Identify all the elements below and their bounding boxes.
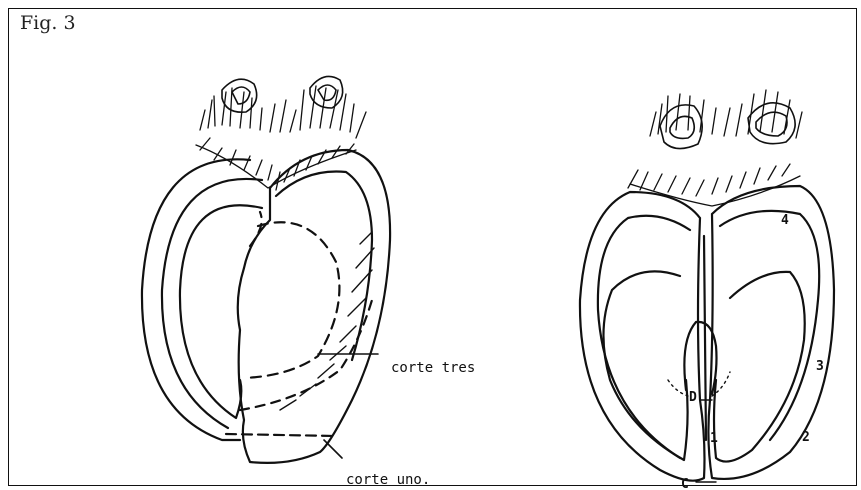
left-claw-outer <box>142 159 250 440</box>
left-hoof <box>142 76 390 462</box>
left-hair-tuft <box>196 86 366 190</box>
left-front-claw <box>238 150 390 463</box>
right-left-claw-mid <box>598 216 690 458</box>
right-right-claw-outer <box>708 186 834 479</box>
right-right-claw-inner <box>714 272 805 462</box>
left-dewclaw-left <box>222 79 257 112</box>
label-3: 3 <box>816 359 824 374</box>
cut-one-leader <box>324 440 342 458</box>
label-d: D <box>689 390 697 405</box>
right-inner-divider <box>704 236 706 440</box>
label-c: C <box>681 477 689 490</box>
left-claw-mid <box>162 179 262 428</box>
left-dashed-curve-upper <box>250 212 262 246</box>
left-dashed-curve-lower <box>240 300 372 410</box>
label-2: 2 <box>802 430 810 445</box>
right-hoof <box>580 90 834 482</box>
label-1: 1 <box>710 431 718 446</box>
label-corte-tres: corte tres <box>391 360 475 376</box>
left-claw-inner <box>180 205 262 418</box>
right-hair-tuft <box>628 90 802 206</box>
label-4: 4 <box>781 213 789 228</box>
label-corte-uno: corte uno. <box>346 472 430 488</box>
